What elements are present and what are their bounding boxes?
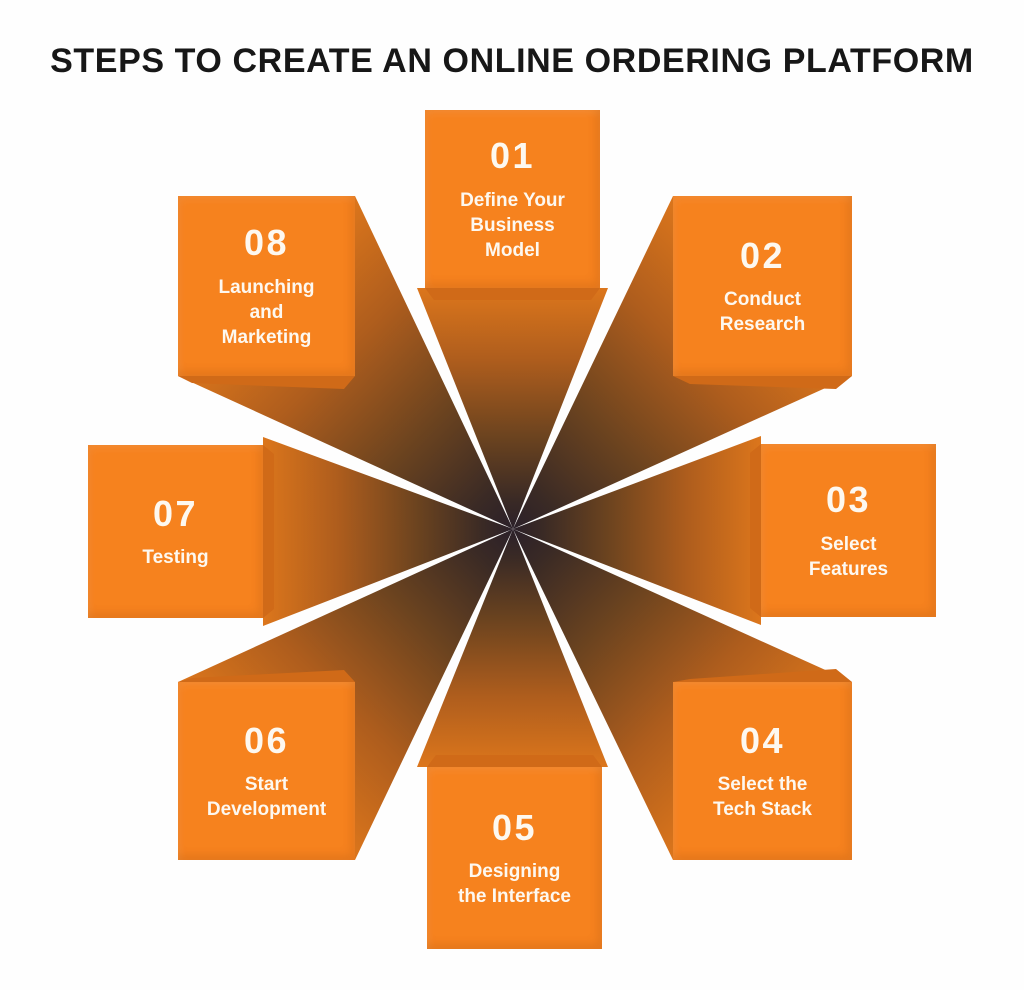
card-fold-07 <box>263 445 274 618</box>
step-card-06: 06 Start Development <box>178 682 355 860</box>
beam-step-05 <box>417 529 608 767</box>
step-number: 02 <box>739 234 786 276</box>
step-label: Define Your Business Model <box>460 189 565 261</box>
beam-step-07 <box>263 437 513 626</box>
step-card-04: 04 Select the Tech Stack <box>673 682 852 860</box>
step-number: 04 <box>739 719 786 761</box>
step-number: 05 <box>491 806 538 848</box>
card-fold-06 <box>178 670 355 682</box>
infographic-title: STEPS TO CREATE AN ONLINE ORDERING PLATF… <box>50 42 974 80</box>
card-fold-08 <box>178 376 355 389</box>
step-label: Testing <box>142 547 209 569</box>
step-label: Start Development <box>206 774 327 821</box>
beam-step-01 <box>417 288 608 529</box>
step-number: 03 <box>825 479 872 521</box>
step-label: Launching and Marketing <box>218 276 315 348</box>
step-card-08: 08 Launching and Marketing <box>178 196 355 376</box>
step-label: Designing the Interface <box>458 861 571 908</box>
card-fold-01 <box>425 288 600 300</box>
step-card-01: 01 Define Your Business Model <box>425 110 600 288</box>
card-fold-05 <box>427 755 602 767</box>
step-number: 06 <box>243 719 290 761</box>
card-fold-02 <box>673 376 852 389</box>
card-fold-03 <box>750 444 761 617</box>
step-card-02: 02 Conduct Research <box>673 196 852 376</box>
step-number: 07 <box>152 492 199 534</box>
step-card-07: 07 Testing <box>88 445 263 618</box>
step-card-05: 05 Designing the Interface <box>427 767 602 949</box>
step-number: 08 <box>243 222 290 264</box>
step-card-03: 03 Select Features <box>761 444 936 617</box>
step-label: Conduct Research <box>719 289 806 336</box>
step-label: Select Features <box>808 533 889 580</box>
beam-step-03 <box>513 436 761 625</box>
card-fold-04 <box>673 669 852 682</box>
step-label: Select the Tech Stack <box>713 774 812 821</box>
step-number: 01 <box>489 135 536 177</box>
